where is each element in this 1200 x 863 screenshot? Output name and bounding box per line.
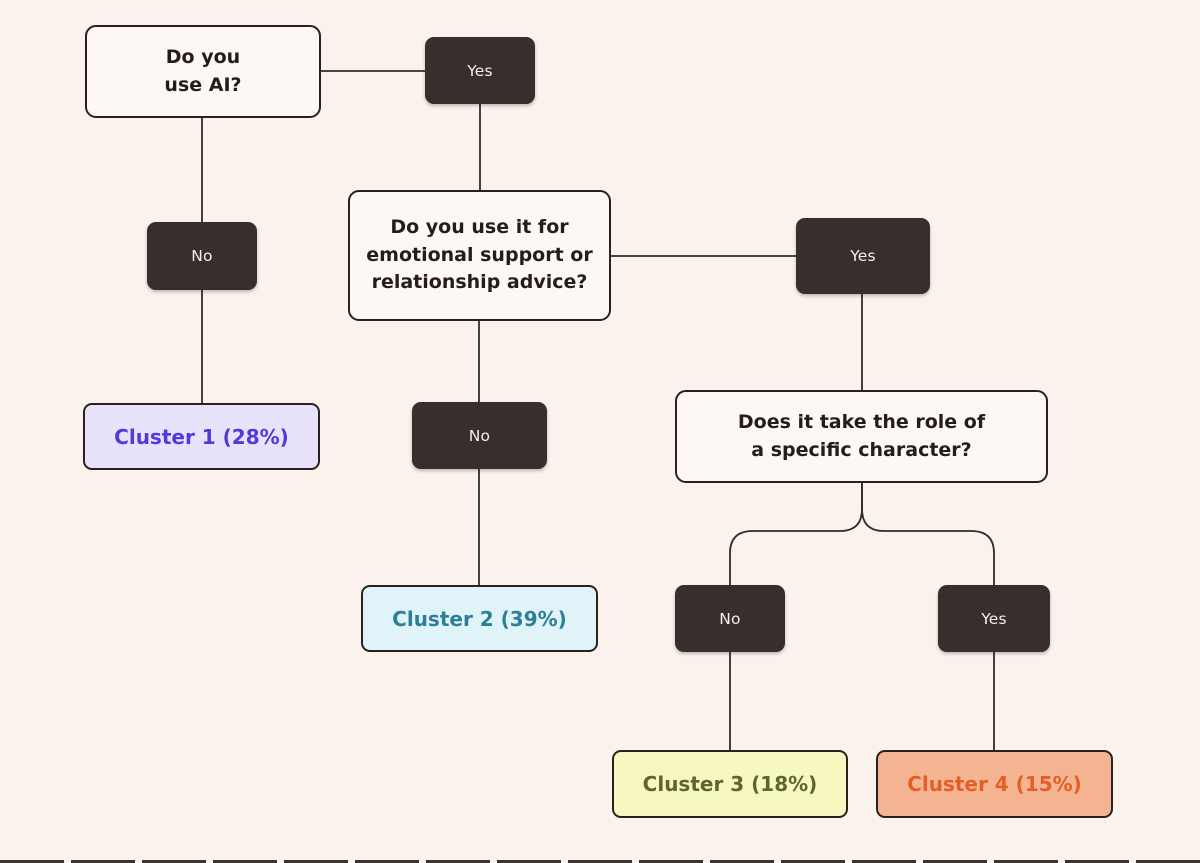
decision-node-q2-yes: Yes [796,218,930,294]
question-node-specific-character: Does it take the role of a specific char… [675,390,1048,483]
decision-node-q3-yes: Yes [938,585,1050,652]
question-text: Do you use AI? [164,45,242,96]
bottom-crop-artifact [0,860,1200,863]
cluster-label: Cluster 1 (28%) [114,424,289,449]
decision-node-q3-no: No [675,585,785,652]
cluster-4-node: Cluster 4 (15%) [876,750,1113,818]
decision-label: Yes [850,247,876,265]
decision-label: No [191,247,213,265]
cluster-label: Cluster 4 (15%) [907,772,1082,796]
decision-label: No [719,609,741,628]
decision-node-q2-no: No [412,402,547,469]
decision-node-q1-no: No [147,222,257,290]
decision-label: No [468,426,491,445]
cluster-2-node: Cluster 2 (39%) [361,585,598,652]
connector-q3-yes-branch [861,483,995,585]
decision-node-q1-yes: Yes [425,37,535,104]
decision-label: Yes [467,61,493,80]
question-node-use-ai: Do you use AI? [85,25,321,118]
cluster-label: Cluster 3 (18%) [642,772,818,796]
cluster-label: Cluster 2 (39%) [392,606,567,631]
question-text: Does it take the role of a specific char… [737,410,986,461]
question-text: Do you use it for emotional support or r… [366,216,593,294]
cluster-3-node: Cluster 3 (18%) [612,750,848,818]
connector-q3-no-branch [729,483,863,585]
question-node-emotional-support: Do you use it for emotional support or r… [348,190,611,321]
cluster-1-node: Cluster 1 (28%) [83,403,320,470]
decision-label: Yes [981,609,1007,628]
